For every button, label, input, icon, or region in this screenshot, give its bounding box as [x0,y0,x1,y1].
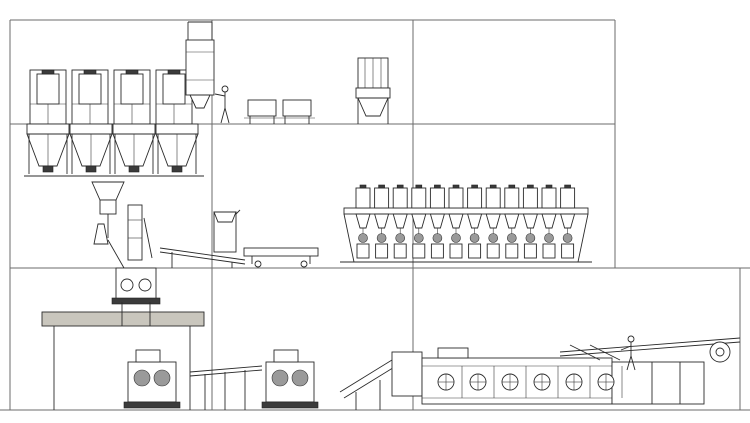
tablet-press-unit [541,184,557,259]
packing-station [261,349,319,409]
concrete-slab [41,311,205,327]
tablet-press-unit [374,184,390,259]
transfer-table [243,247,319,268]
dosing-hopper-row [24,123,204,177]
packing-station [123,349,181,409]
dryer-window [533,366,559,398]
tablet-press-unit [467,184,483,259]
dryer-window [501,366,527,398]
inclined-conveyor [159,209,246,268]
tablet-press-unit [522,184,538,259]
tablet-press-unit [429,184,445,259]
dryer-window [437,366,463,398]
dust-collector [355,57,391,124]
storage-silo-row [29,69,193,125]
operator-figure [214,85,230,124]
tablet-press-unit [448,184,464,259]
bulk-bag-discharger [185,21,215,109]
small-tanks-on-stands [244,99,315,124]
operator-figure [620,335,636,371]
storage-silo [71,69,109,125]
dosing-hopper [26,123,70,174]
belt-conveyor [189,365,263,410]
dryer-window [597,366,623,398]
tablet-press-unit [485,184,501,259]
tablet-press-row [340,207,592,263]
tablet-press-units [355,184,576,259]
storage-silo [113,69,151,125]
tablet-press-unit [560,184,576,259]
tablet-press-unit [504,184,520,259]
dosing-hopper [155,123,199,174]
dosing-hopper [69,123,113,174]
tablet-press-unit [355,184,371,259]
tablet-press-unit [392,184,408,259]
tablet-press-unit [411,184,427,259]
dosing-hopper [112,123,156,174]
storage-silo [29,69,67,125]
dryer-window [565,366,591,398]
dryer-window-units [437,366,623,398]
mixer-granulator [91,181,161,305]
dryer-window [469,366,495,398]
infeed-conveyor [339,351,423,410]
